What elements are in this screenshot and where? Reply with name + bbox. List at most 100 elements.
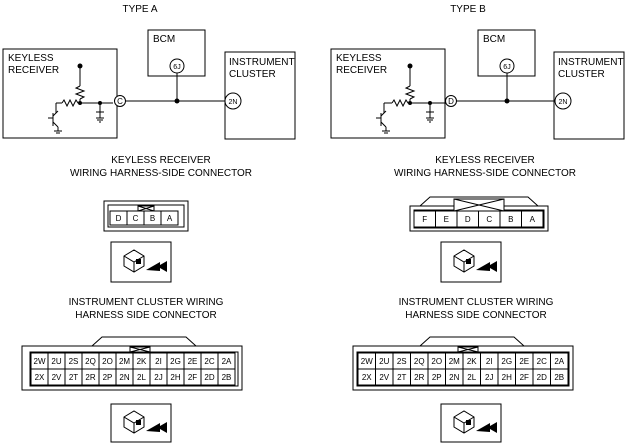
ic-a-pin-2k: 2K bbox=[137, 357, 147, 366]
keyless-receiver-b-label-2: RECEIVER bbox=[336, 65, 387, 76]
cluster-label-2: CLUSTER bbox=[229, 69, 276, 80]
ic-b-pin-2p: 2P bbox=[432, 373, 442, 382]
ic-b-cell bbox=[550, 368, 569, 386]
ic-b-pin-2g: 2G bbox=[501, 357, 512, 366]
ic-b-pin-2h: 2H bbox=[502, 373, 512, 382]
kr-b-connector-title-2: WIRING HARNESS-SIDE CONNECTOR bbox=[394, 168, 576, 179]
ic-b-pin-2m: 2M bbox=[449, 357, 460, 366]
ic-b-pin-2e: 2E bbox=[519, 357, 529, 366]
kr-b-cell bbox=[521, 210, 544, 228]
bcm-b-pin-label: 6J bbox=[503, 64, 510, 71]
connector-d-label: D bbox=[448, 97, 454, 106]
ic-b-pin-2d: 2D bbox=[537, 373, 547, 382]
connector-c-bubble bbox=[114, 95, 126, 107]
ic-a-pin-2p: 2P bbox=[103, 373, 113, 382]
cluster-label-1: INSTRUMENT bbox=[229, 57, 295, 68]
keyless-receiver-label-1: KEYLESS bbox=[8, 53, 54, 64]
ic-b-pin-2w: 2W bbox=[361, 357, 373, 366]
keyless-receiver-box-b bbox=[330, 48, 446, 139]
ic-a-pin-2s: 2S bbox=[69, 357, 79, 366]
kr-pin-d: D bbox=[116, 214, 122, 223]
keyless-receiver-b-label-1: KEYLESS bbox=[336, 53, 382, 64]
kr-pin-b: B bbox=[150, 214, 155, 223]
ic-a-pin-2l: 2L bbox=[137, 373, 146, 382]
ic-a-pin-2v: 2V bbox=[52, 373, 62, 382]
ic-a-pin-2g: 2G bbox=[170, 357, 181, 366]
kr-pin-c: C bbox=[133, 214, 139, 223]
bcm-b-label: BCM bbox=[483, 34, 505, 45]
cluster-b-pin-label: 2N bbox=[559, 99, 568, 106]
ic-a-pin-2i: 2I bbox=[155, 357, 162, 366]
ic-b-pin-2k: 2K bbox=[467, 357, 477, 366]
cluster-b-label-1: INSTRUMENT bbox=[558, 57, 624, 68]
kr-b-pin-d: D bbox=[465, 215, 471, 224]
ic-b-pin-2i: 2I bbox=[486, 357, 493, 366]
ic-b-pin-2b: 2B bbox=[554, 373, 564, 382]
connector-c-label: C bbox=[117, 97, 123, 106]
connector-view-icon-b-2 bbox=[440, 403, 502, 443]
ic-b-pin-2n: 2N bbox=[449, 373, 459, 382]
ic-connector-title-1: INSTRUMENT CLUSTER WIRING bbox=[69, 297, 224, 308]
ic-a-pin-2h: 2H bbox=[170, 373, 180, 382]
kr-b-pin-f: F bbox=[422, 215, 427, 224]
ic-b-pin-2s: 2S bbox=[397, 357, 407, 366]
type-a-panel: TYPE A KEYLESS RECEIVER bbox=[2, 4, 296, 443]
ic-b-pin-2t: 2T bbox=[397, 373, 406, 382]
kr-b-pin-b: B bbox=[508, 215, 513, 224]
ic-a-pin-2w: 2W bbox=[34, 357, 46, 366]
ic-b-pin-2a: 2A bbox=[554, 357, 564, 366]
junction-dot bbox=[174, 98, 180, 104]
ic-b-pin-2o: 2O bbox=[431, 357, 442, 366]
ic-b-pin-2r: 2R bbox=[414, 373, 424, 382]
cluster-pin-label: 2N bbox=[229, 99, 238, 106]
ic-b-pin-2x: 2X bbox=[362, 373, 372, 382]
ic-b-pin-2j: 2J bbox=[485, 373, 493, 382]
ic-connector-title-2: HARNESS SIDE CONNECTOR bbox=[75, 310, 217, 321]
receiver-internal-circuit bbox=[48, 63, 113, 134]
ic-b-pin-2v: 2V bbox=[379, 373, 389, 382]
kr-b-pin-a: A bbox=[530, 215, 536, 224]
junction-dot-b bbox=[504, 98, 510, 104]
keyless-receiver-label-2: RECEIVER bbox=[8, 65, 59, 76]
kr-connector-a: D C B A bbox=[103, 200, 189, 232]
ic-b-pin-2u: 2U bbox=[379, 357, 389, 366]
ic-a-pin-2r: 2R bbox=[85, 373, 95, 382]
ic-b-connector-title-2: HARNESS SIDE CONNECTOR bbox=[405, 310, 547, 321]
ic-b-pin-2c: 2C bbox=[537, 357, 547, 366]
ic-a-pin-2o: 2O bbox=[102, 357, 113, 366]
receiver-b-internal-circuit bbox=[376, 63, 446, 134]
cluster-b-pin-bubble bbox=[554, 92, 572, 110]
type-a-title: TYPE A bbox=[122, 4, 157, 15]
ic-a-cell bbox=[217, 368, 236, 386]
ic-a-pin-2t: 2T bbox=[69, 373, 78, 382]
ic-a-pin-2c: 2C bbox=[204, 357, 214, 366]
ic-a-pin-2n: 2N bbox=[119, 373, 129, 382]
kr-b-pin-e: E bbox=[444, 215, 449, 224]
ic-b-connector-title-1: INSTRUMENT CLUSTER WIRING bbox=[399, 297, 554, 308]
cluster-b-label-2: CLUSTER bbox=[558, 69, 605, 80]
ic-a-pin-2b: 2B bbox=[222, 373, 232, 382]
connector-d-bubble bbox=[445, 95, 457, 107]
ic-a-pin-2j: 2J bbox=[154, 373, 162, 382]
ic-a-pin-2e: 2E bbox=[188, 357, 198, 366]
connector-view-icon bbox=[110, 241, 172, 283]
kr-connector-title-1: KEYLESS RECEIVER bbox=[111, 155, 210, 166]
ic-a-pin-2a: 2A bbox=[222, 357, 232, 366]
connector-view-icon-b bbox=[440, 241, 502, 283]
ic-b-pin-2f: 2F bbox=[520, 373, 529, 382]
bcm-pin-label: 6J bbox=[173, 64, 180, 71]
kr-b-connector-title-1: KEYLESS RECEIVER bbox=[435, 155, 534, 166]
bcm-label: BCM bbox=[153, 34, 175, 45]
kr-pin-a: A bbox=[167, 214, 173, 223]
ic-a-pin-2f: 2F bbox=[188, 373, 197, 382]
connector-view-icon-2 bbox=[110, 403, 172, 443]
cluster-pin-bubble bbox=[224, 92, 242, 110]
ic-a-pin-2q: 2Q bbox=[85, 357, 96, 366]
